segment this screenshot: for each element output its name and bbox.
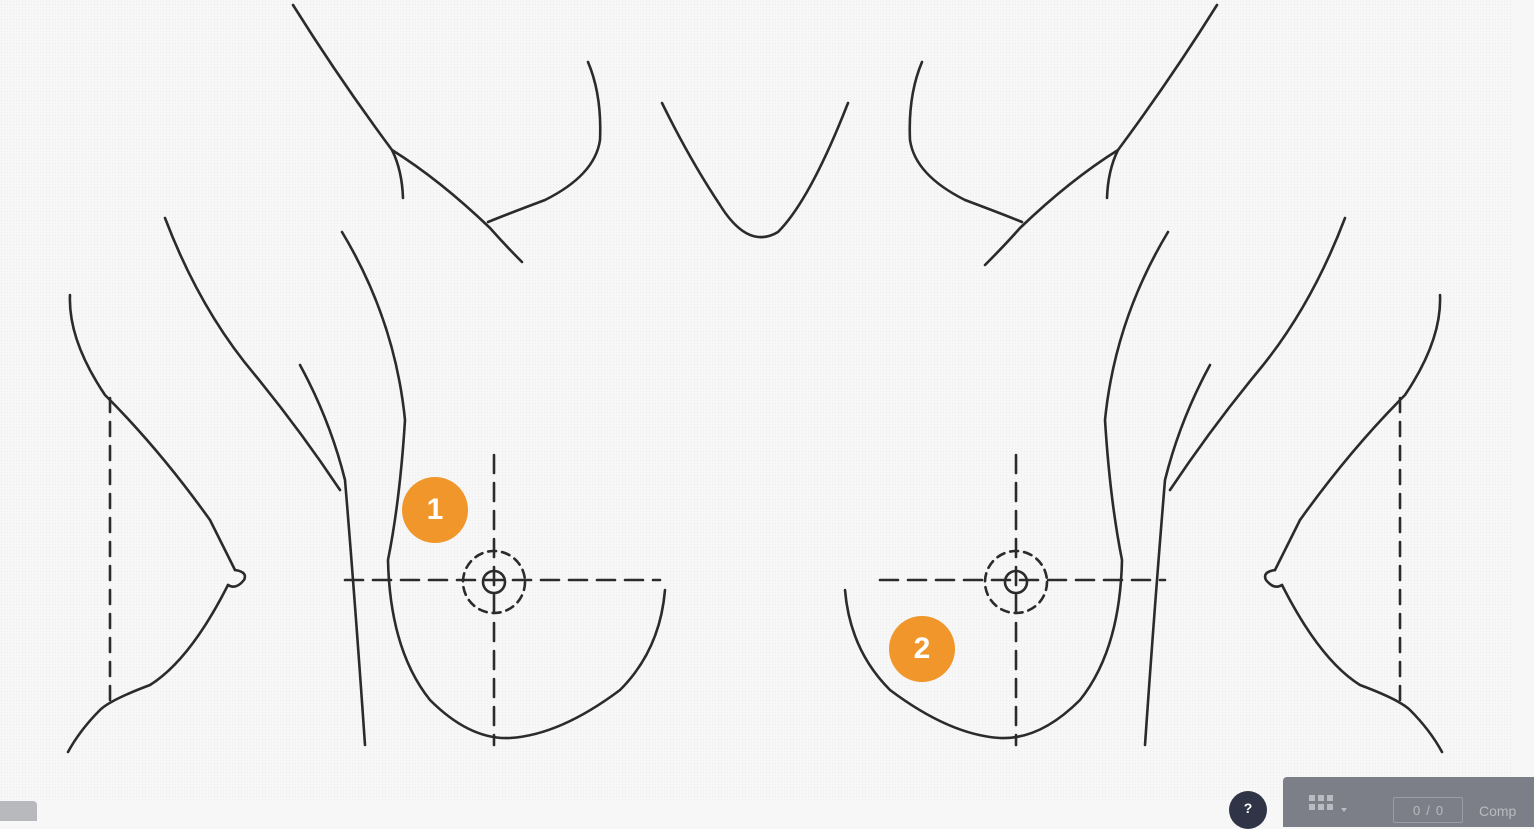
grid-menu-icon[interactable] [1309,795,1347,825]
left-profile-view [66,293,247,754]
hotspot-1-label: 1 [426,493,444,526]
page-total: 0 [1435,802,1444,818]
player-toolbar: 0 / 0 Comp [1283,777,1534,827]
complete-button[interactable]: Comp [1479,803,1517,819]
bottom-left-tab[interactable] [0,801,37,821]
chevron-down-icon [1341,808,1347,812]
page-current: 0 [1412,802,1421,818]
upper-torso-outline [291,3,1219,267]
help-button[interactable]: ? [1229,791,1267,829]
right-front-view [843,216,1347,747]
hotspot-2[interactable]: 2 [889,616,955,682]
help-icon: ? [1243,800,1253,816]
breast-diagram [66,3,1444,754]
hotspot-2-label: 2 [913,632,931,665]
right-profile-view [1263,293,1444,754]
page-counter: 0 / 0 [1393,797,1463,823]
hotspot-1[interactable]: 1 [402,477,468,543]
page-separator: / [1426,802,1430,818]
left-front-view [163,216,667,747]
diagram-background [0,0,1512,800]
